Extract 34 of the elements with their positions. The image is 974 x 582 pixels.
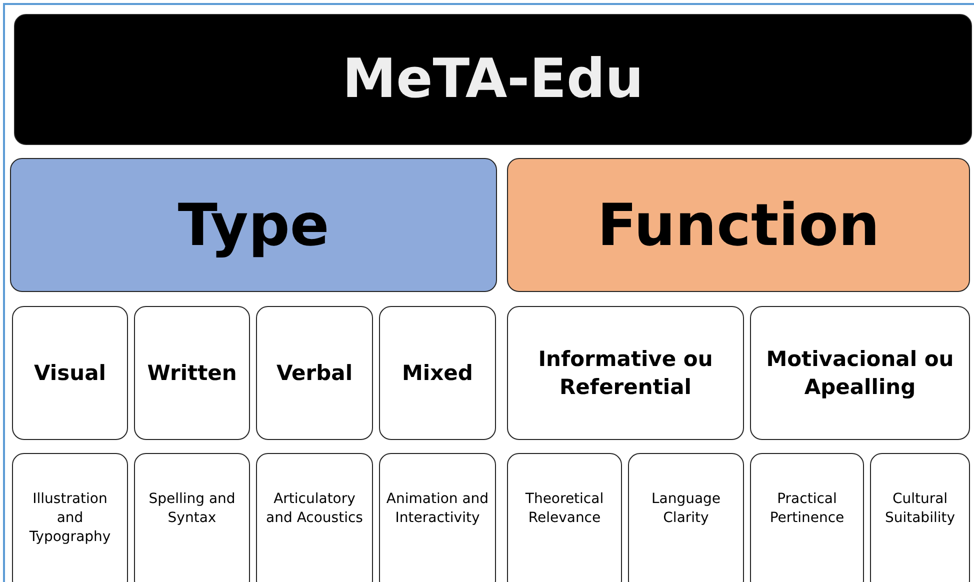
criterion-box bbox=[379, 453, 496, 582]
subcategory-label: Written bbox=[146, 360, 238, 387]
criterion-label: Cultural Suitability bbox=[884, 490, 956, 528]
criterion-box bbox=[134, 453, 250, 582]
criterion-box bbox=[12, 453, 128, 582]
category-header bbox=[10, 158, 497, 292]
criterion-label: Illustration and Typography bbox=[28, 490, 112, 547]
header-text: Type bbox=[176, 190, 330, 261]
title-banner bbox=[14, 14, 972, 145]
criterion-label: Theoretical Relevance bbox=[524, 490, 605, 528]
criterion-box bbox=[256, 453, 373, 582]
criterion-label: Animation and Interactivity bbox=[385, 490, 490, 528]
category-header bbox=[507, 158, 970, 292]
subcategory-box bbox=[750, 306, 970, 440]
header-text: Function bbox=[596, 190, 881, 261]
criterion-box bbox=[870, 453, 970, 582]
criterion-label: Spelling and Syntax bbox=[148, 490, 236, 528]
subcategory-box bbox=[12, 306, 128, 440]
criterion-box bbox=[628, 453, 744, 582]
subcategory-box bbox=[134, 306, 250, 440]
subcategory-box bbox=[379, 306, 496, 440]
subcategory-label: Mixed bbox=[401, 360, 474, 387]
subcategory-label: Informative ou Referential bbox=[537, 346, 714, 401]
criterion-label: Language Clarity bbox=[650, 490, 722, 528]
subcategory-label: Motivacional ou Apealling bbox=[765, 346, 955, 401]
subcategory-label: Verbal bbox=[275, 360, 354, 387]
criterion-box bbox=[507, 453, 622, 582]
title-text: MeTA-Edu bbox=[341, 46, 645, 112]
subcategory-box bbox=[507, 306, 744, 440]
criterion-label: Articulatory and Acoustics bbox=[265, 490, 364, 528]
subcategory-box bbox=[256, 306, 373, 440]
subcategory-label: Visual bbox=[33, 360, 107, 387]
criterion-box bbox=[750, 453, 864, 582]
criterion-label: Practical Pertinence bbox=[768, 490, 846, 528]
